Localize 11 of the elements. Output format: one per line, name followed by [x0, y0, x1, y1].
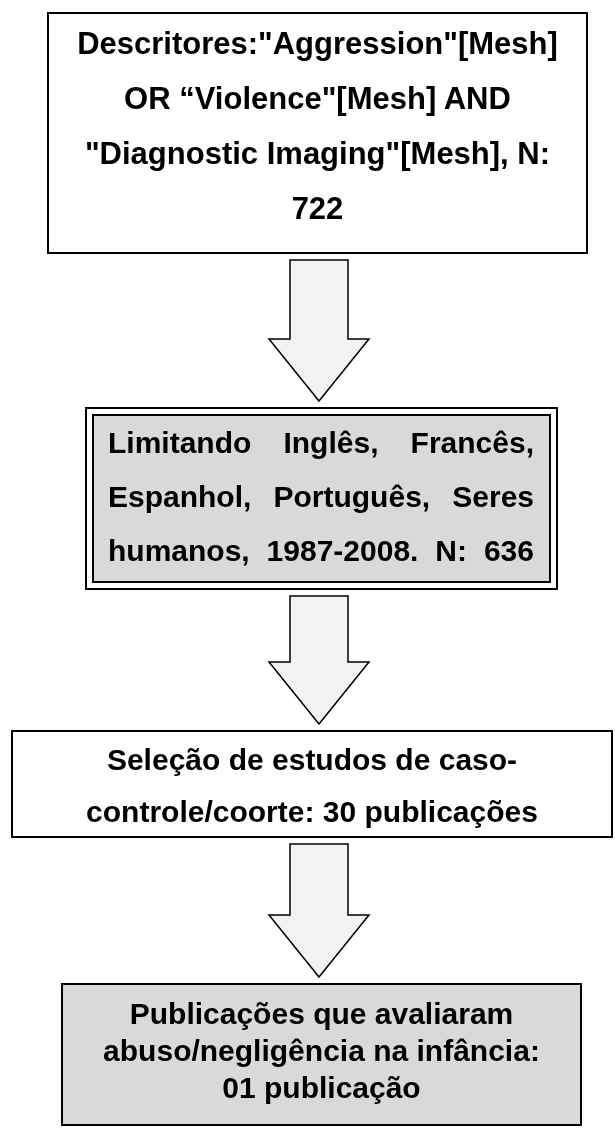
- process-box: [47, 12, 588, 254]
- box-text: Limitando Inglês, Francês, Espanhol, Português, Seres humanos, 1987-2008. N: 636: [108, 425, 534, 569]
- block-arrow: [267, 259, 371, 403]
- process-box: [11, 730, 613, 838]
- box-text: Seleção de estudos de caso-controle/coorte: 30 publicações: [85, 742, 539, 830]
- filter-box: [85, 407, 558, 590]
- block-arrow: [267, 595, 371, 726]
- block-arrow: [267, 843, 371, 979]
- box-text: Publicações que avaliaram abuso/negligência na infância: 01 publicação: [102, 996, 541, 1106]
- box-text: Descritores:"Aggression"[Mesh] OR “Violence"[Mesh] AND "Diagnostic Imaging"[Mesh], N: 722: [76, 25, 559, 228]
- result-box: [61, 983, 582, 1126]
